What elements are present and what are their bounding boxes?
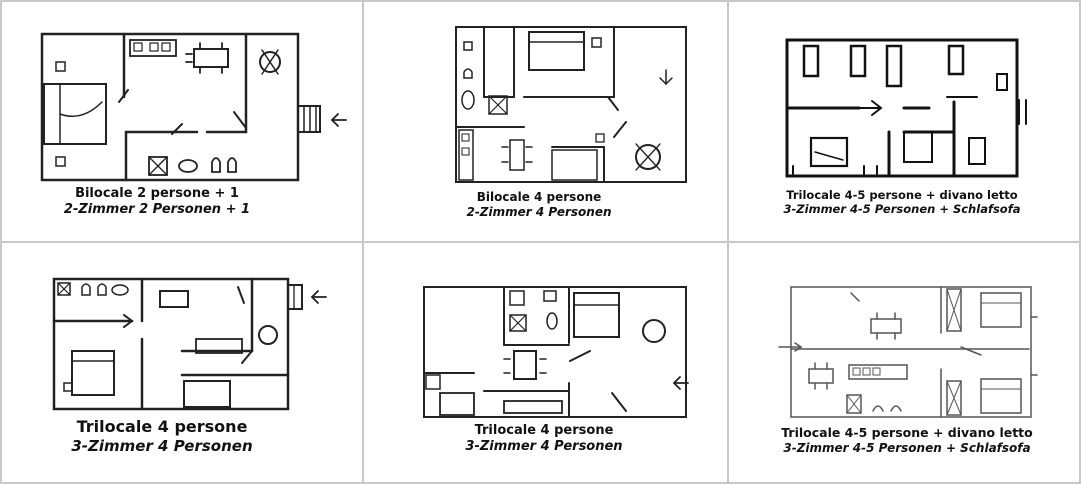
plan-card-trilocale-4-b: Trilocale 4 persone 3-Zimmer 4 Personen [364,243,727,482]
plan-caption: Trilocale 4 persone 3-Zimmer 4 Personen [404,423,684,456]
plan-caption: Trilocale 4-5 persone + divano letto 3-Z… [757,425,1057,456]
plan-card-bilocale-2: Bilocale 2 persone + 1 2-Zimmer 2 Person… [2,2,362,241]
caption-italian: Trilocale 4-5 persone + divano letto [786,188,1018,202]
caption-german: 3-Zimmer 4 Personen [465,439,623,455]
caption-italian: Bilocale 2 persone + 1 [75,186,239,201]
caption-italian: Bilocale 4 persone [476,190,602,204]
plan-caption: Trilocale 4-5 persone + divano letto 3-Z… [757,188,1047,217]
grid-divider [0,241,1081,243]
floorplan-drawing [785,38,1027,178]
caption-german: 3-Zimmer 4-5 Personen + Schlafsofa [783,202,1021,217]
floorplan-drawing [455,26,687,183]
plan-caption: Trilocale 4 persone 3-Zimmer 4 Personen [42,417,282,456]
caption-italian: Trilocale 4 persone [76,417,248,436]
caption-german: 3-Zimmer 4 Personen [71,437,253,455]
plan-caption: Bilocale 4 persone 2-Zimmer 4 Personen [404,190,674,220]
caption-german: 3-Zimmer 4-5 Personen + Schlafsofa [783,440,1031,455]
floorplan-drawing [40,32,347,182]
plan-card-trilocale-4-a: Trilocale 4 persone 3-Zimmer 4 Personen [2,243,362,482]
plan-card-trilocale-45-b: Trilocale 4-5 persone + divano letto 3-Z… [729,243,1079,482]
floorplan-drawing [423,286,689,418]
plan-card-trilocale-45-a: Trilocale 4-5 persone + divano letto 3-Z… [729,2,1079,241]
floorplan-drawing [52,277,327,411]
plan-caption: Bilocale 2 persone + 1 2-Zimmer 2 Person… [22,186,292,219]
caption-italian: Trilocale 4-5 persone + divano letto [781,425,1033,440]
plan-card-bilocale-4: Bilocale 4 persone 2-Zimmer 4 Personen [364,2,727,241]
caption-german: 2-Zimmer 4 Personen [466,205,612,219]
caption-german: 2-Zimmer 2 Personen + 1 [63,202,251,218]
caption-italian: Trilocale 4 persone [474,423,614,438]
floorplan-drawing [778,286,1038,418]
